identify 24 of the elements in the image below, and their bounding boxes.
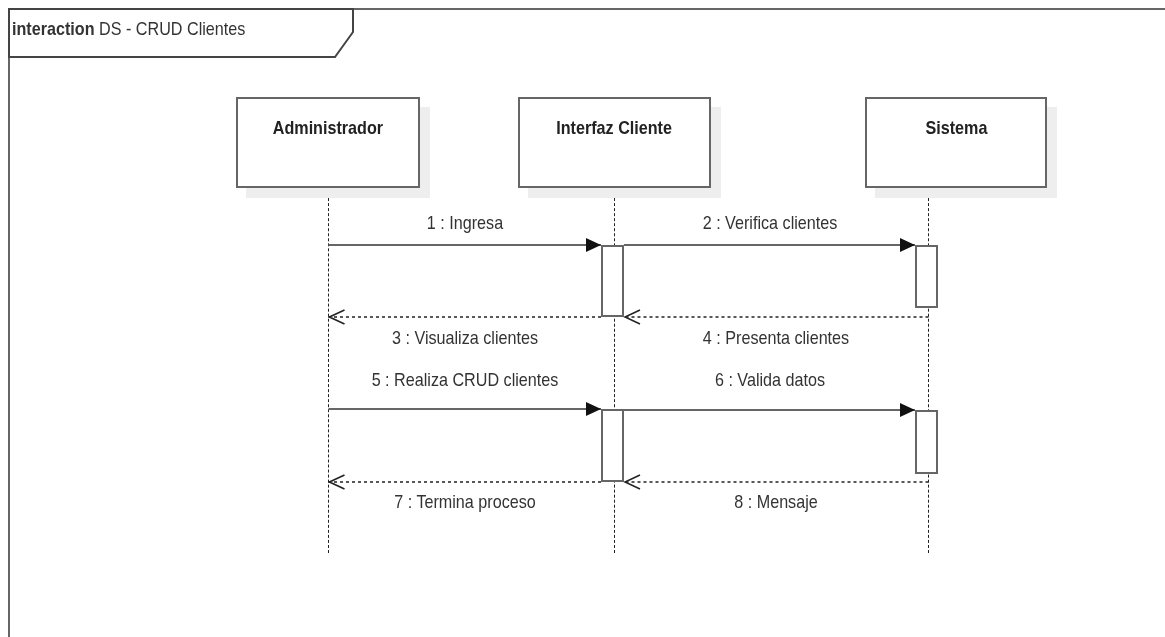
- message-label: 6 : Valida datos: [714, 369, 825, 391]
- message-label: 5 : Realiza CRUD clientes: [371, 369, 559, 391]
- message-arrow: [623, 403, 916, 417]
- return-message-arrow: [327, 309, 602, 325]
- message-label: 2 : Verifica clientes: [702, 212, 837, 234]
- message-label: 3 : Visualiza clientes: [391, 327, 538, 349]
- message-arrow: [623, 238, 916, 252]
- activation-bar: [915, 245, 938, 308]
- message-label: 4 : Presenta clientes: [703, 327, 850, 349]
- message-label: 8 : Mensaje: [734, 491, 818, 513]
- message-label: 1 : Ingresa: [426, 212, 503, 234]
- return-message-arrow: [623, 474, 930, 490]
- frame-title: interaction DS - CRUD Clientes: [12, 18, 246, 40]
- message-label: 7 : Termina proceso: [394, 491, 536, 513]
- participant-name: Sistema: [925, 117, 987, 139]
- participant-name: Administrador: [272, 117, 384, 139]
- return-message-arrow: [327, 474, 602, 490]
- activation-bar: [601, 245, 624, 317]
- activation-bar: [915, 410, 938, 474]
- return-message-arrow: [623, 309, 930, 325]
- participant-name: Interfaz Cliente: [556, 117, 673, 139]
- activation-bar: [601, 409, 624, 482]
- message-arrow: [327, 402, 602, 416]
- message-arrow: [327, 238, 602, 252]
